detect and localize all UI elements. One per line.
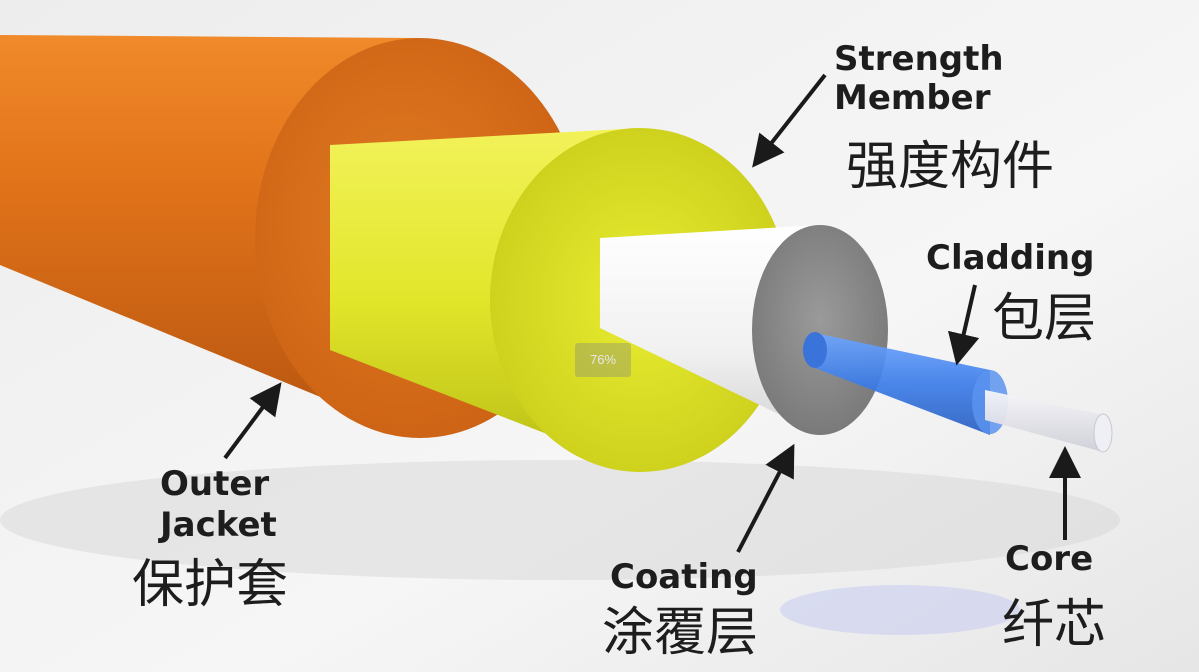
coating-arrow: [736, 443, 795, 553]
strength-member-label-zh: 强度构件: [846, 137, 1055, 197]
outer-jacket-arrow: [223, 382, 282, 460]
core: [985, 390, 1113, 453]
cladding-label-en: Cladding: [926, 238, 1095, 278]
core-label-zh: 纤芯: [1002, 595, 1107, 655]
cladding-arrow: [948, 284, 980, 366]
outer-jacket-label-en-2: Jacket: [160, 505, 277, 545]
strength-member-arrow: [752, 73, 827, 168]
outer-jacket-label-zh: 保护套: [132, 555, 289, 615]
blue-glow-shadow: [780, 585, 1020, 635]
cable-shadow: [0, 460, 1120, 580]
strength-member-label-en-2: Member: [834, 78, 991, 118]
cladding-label-zh: 包层: [992, 289, 1097, 349]
outer-jacket-label-en-1: Outer: [160, 464, 270, 504]
coating-label-en: Coating: [610, 557, 758, 597]
zoom-indicator: 76%: [575, 343, 631, 377]
core-label-en: Core: [1005, 539, 1094, 579]
strength-member-label-en-1: Strength: [834, 39, 1004, 79]
coating-label-zh: 涂覆层: [602, 603, 759, 663]
